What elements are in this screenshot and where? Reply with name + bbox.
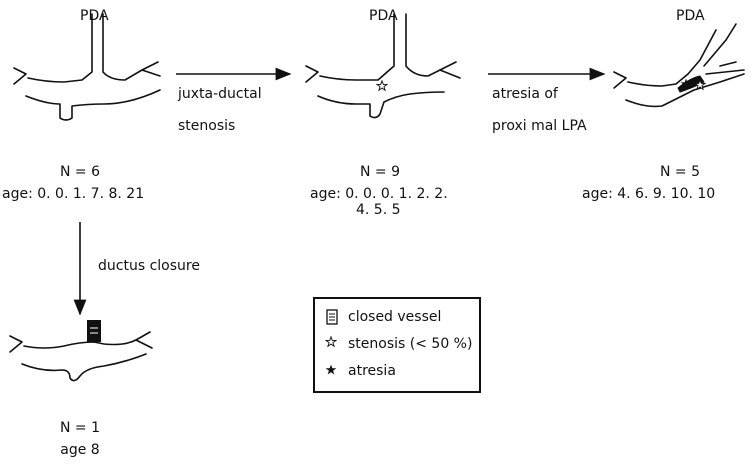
stage-2-age-line-2: 4. 5. 5 xyxy=(356,202,401,219)
transition-label-1-line-1: juxta-ductal xyxy=(178,86,262,103)
legend-label-closed-vessel: closed vessel xyxy=(348,309,441,326)
stage-1-age: age: 0. 0. 1. 7. 8. 21 xyxy=(2,186,144,203)
stage-4-age: age 8 xyxy=(40,442,120,459)
stenosis-star-stage-2 xyxy=(377,81,387,91)
vessel-drawing-stage-3 xyxy=(614,24,744,106)
stage-4-n: N = 1 xyxy=(40,420,120,437)
transition-label-1-line-2: stenosis xyxy=(178,118,235,135)
vessel-drawing-stage-1 xyxy=(14,14,160,120)
stage-3-age: age: 4. 6. 9. 10. 10 xyxy=(582,186,715,203)
stage-2-n: N = 9 xyxy=(340,164,420,181)
stage-3-n: N = 5 xyxy=(640,164,720,181)
stage-1-n: N = 6 xyxy=(20,164,140,181)
vessel-drawing-stage-4 xyxy=(10,332,152,381)
pda-label-stage-3: PDA xyxy=(676,8,705,25)
legend-label-stenosis: stenosis (< 50 %) xyxy=(348,336,472,353)
stage-2-age-line-1: age: 0. 0. 0. 1. 2. 2. xyxy=(310,186,448,203)
closed-vessel-block xyxy=(87,320,101,342)
transition-label-2-line-1: atresia of xyxy=(492,86,558,103)
pda-label-stage-2: PDA xyxy=(369,8,398,25)
transition-label-3: ductus closure xyxy=(98,258,200,275)
vessel-drawing-stage-2 xyxy=(306,14,460,118)
transition-label-2-line-2: proxi mal LPA xyxy=(492,118,587,135)
legend-label-atresia: atresia xyxy=(348,363,396,380)
pda-label-stage-1: PDA xyxy=(80,8,109,25)
